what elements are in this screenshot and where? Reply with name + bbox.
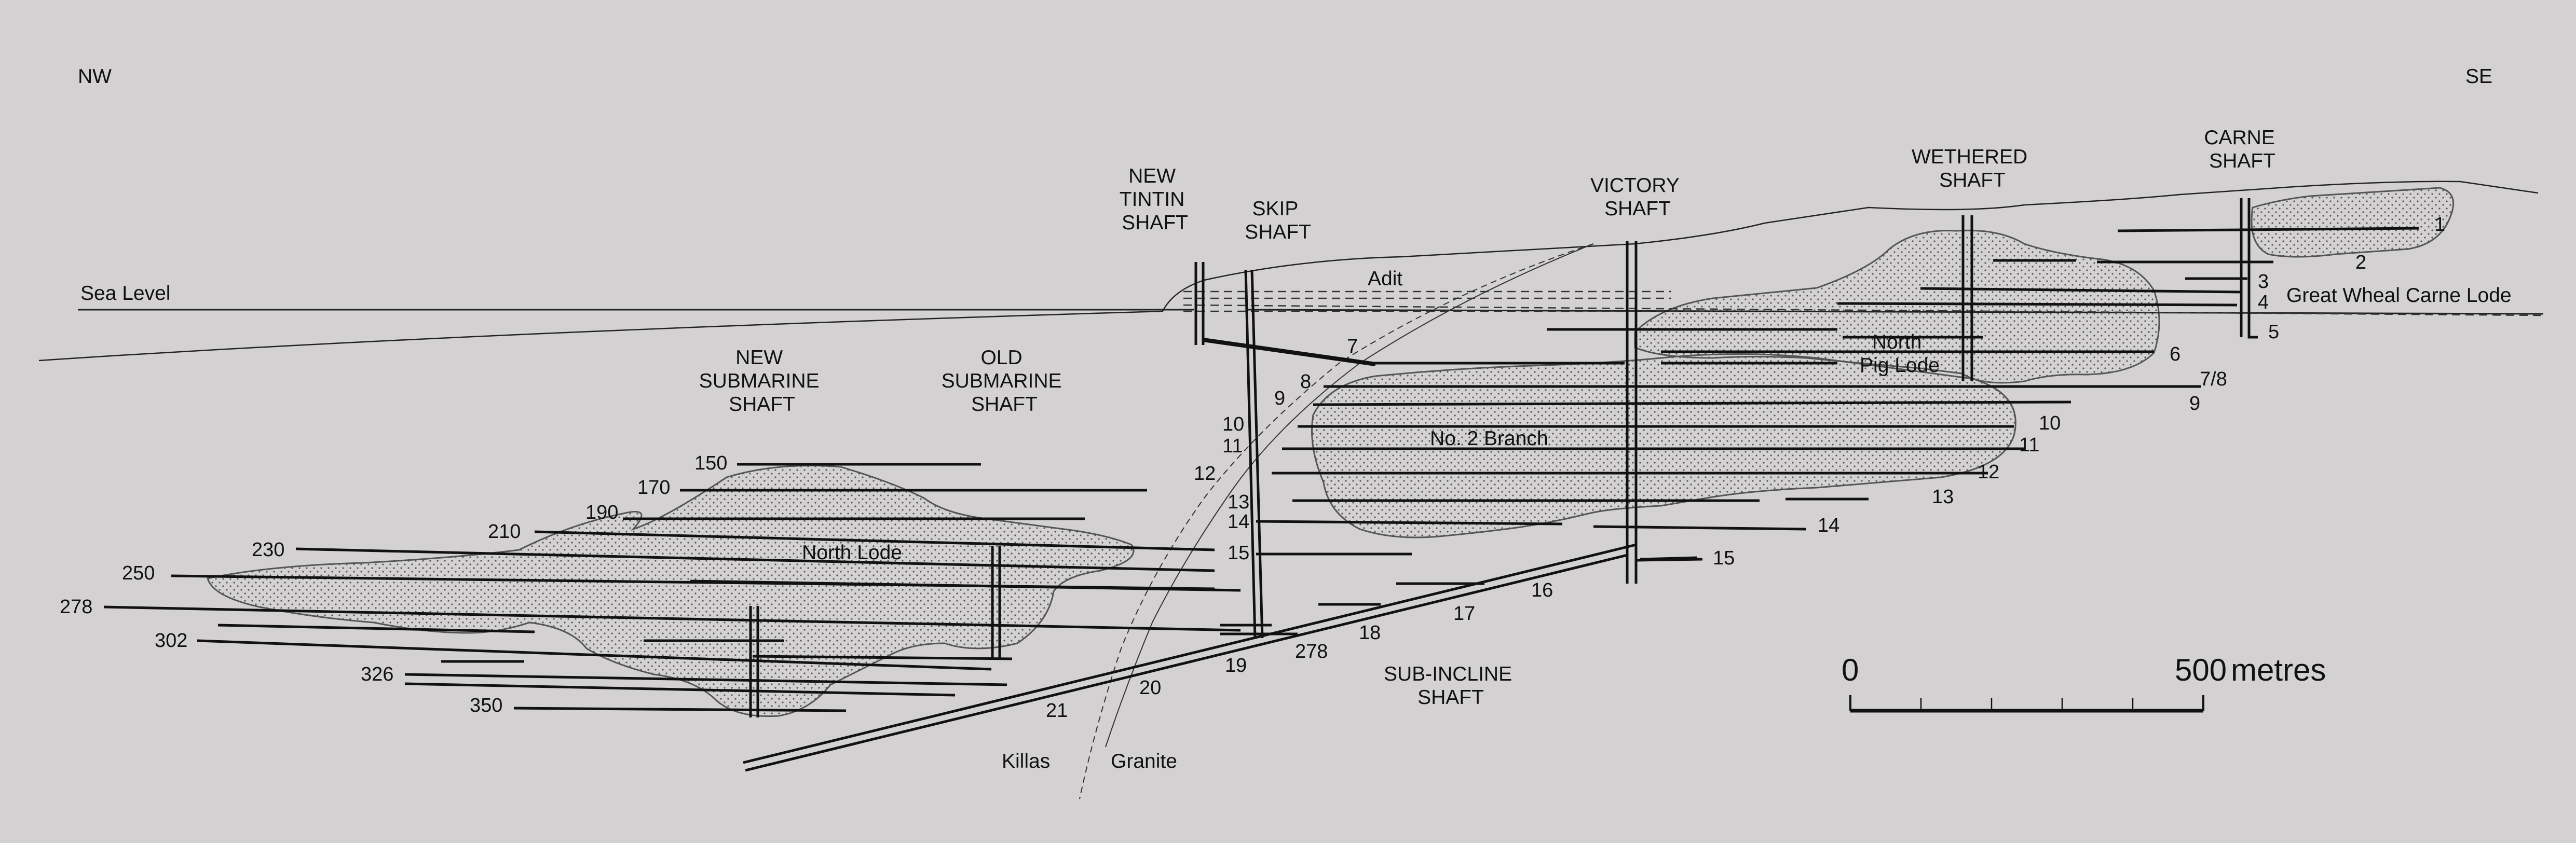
level-number: 190 bbox=[585, 502, 618, 523]
level-number: 9 bbox=[1274, 388, 1285, 409]
level-number: 210 bbox=[488, 521, 521, 543]
level-number: 278 bbox=[60, 596, 92, 618]
adit-drive bbox=[1203, 338, 1376, 366]
level-number: 7 bbox=[1347, 336, 1358, 357]
new-submarine-shaft-line bbox=[749, 606, 759, 717]
level-number: 278 bbox=[1295, 641, 1328, 662]
ore-body-carne bbox=[2251, 187, 2455, 258]
level-number: 1 bbox=[2434, 214, 2445, 236]
carne-shaft-label: CARNE SHAFT bbox=[2204, 127, 2280, 172]
granite-contact-line bbox=[1105, 243, 1594, 748]
north-pig-lode-label: North Pig Lode bbox=[1860, 331, 1940, 377]
level-number: 13 bbox=[1932, 486, 1954, 508]
new-tintin-shaft-label: NEW TINTIN SHAFT bbox=[1120, 165, 1191, 234]
scale-unit-label: metres bbox=[2231, 653, 2326, 687]
level-number: 11 bbox=[2019, 434, 2039, 456]
level-number: 14 bbox=[1818, 515, 1839, 536]
level-number: 11 bbox=[1222, 435, 1243, 457]
sea-level-line bbox=[78, 309, 2544, 315]
no2-branch-label: No. 2 Branch bbox=[1430, 427, 1548, 450]
level-number: 15 bbox=[1713, 547, 1735, 569]
level-number: 10 bbox=[2039, 412, 2061, 434]
carne-shaft-line bbox=[2240, 198, 2258, 339]
level-number: 15 bbox=[1228, 542, 1249, 564]
level-number: 20 bbox=[1139, 677, 1161, 699]
level-number: 6 bbox=[2170, 343, 2180, 365]
granite-label: Granite bbox=[1111, 750, 1177, 772]
victory-shaft-label: VICTORY SHAFT bbox=[1590, 174, 1685, 220]
great-wheal-carne-lode-label: Great Wheal Carne Lode bbox=[2286, 284, 2512, 307]
shafts bbox=[743, 198, 2258, 772]
ground-surface-line bbox=[38, 181, 2539, 362]
level-number: 302 bbox=[155, 630, 187, 652]
scale-start-label: 0 bbox=[1842, 653, 1859, 687]
level-number: 8 bbox=[1300, 371, 1311, 393]
level-number: 13 bbox=[1228, 491, 1249, 513]
dashed-level-lines bbox=[1183, 291, 2544, 316]
sub-incline-shaft-label: SUB-INCLINE SHAFT bbox=[1384, 663, 1518, 709]
level-number: 326 bbox=[361, 664, 393, 685]
skip-shaft-label: SKIP SHAFT bbox=[1245, 198, 1311, 243]
mine-levels bbox=[103, 227, 2419, 712]
old-submarine-shaft-label: OLD SUBMARINE SHAFT bbox=[942, 347, 1068, 416]
level-number: 170 bbox=[637, 477, 670, 499]
nw-label: NW bbox=[78, 65, 112, 88]
east-bottom-level bbox=[1635, 558, 1703, 562]
wethered-shaft-line bbox=[1961, 215, 1973, 381]
victory-shaft-line bbox=[1626, 241, 1638, 584]
north-lode-label: North Lode bbox=[802, 542, 902, 564]
granite-killas-boundary bbox=[1079, 243, 1594, 799]
level-number: 9 bbox=[2189, 393, 2200, 414]
level-number: 17 bbox=[1453, 603, 1475, 625]
level-number: 21 bbox=[1046, 700, 1068, 722]
level-number: 12 bbox=[1194, 463, 1216, 485]
ore-body-no2-branch bbox=[1311, 353, 2016, 538]
level-number: 19 bbox=[1225, 655, 1247, 676]
old-submarine-shaft-line bbox=[991, 546, 1001, 659]
level-number: 230 bbox=[252, 539, 284, 561]
ore-body-north-lode bbox=[207, 465, 1135, 717]
se-label: SE bbox=[2465, 65, 2492, 88]
new-tintin-shaft-line bbox=[1194, 262, 1205, 345]
new-submarine-shaft-label: NEW SUBMARINE SHAFT bbox=[699, 347, 825, 416]
level-number: 3 bbox=[2258, 271, 2269, 293]
level-number: 14 bbox=[1228, 511, 1249, 533]
adit-label: Adit bbox=[1368, 268, 1402, 290]
sub-incline-shaft-line bbox=[743, 543, 1637, 772]
skip-shaft-line bbox=[1244, 269, 1264, 639]
scale-end-label: 500 bbox=[2175, 653, 2227, 687]
level-number: 4 bbox=[2258, 292, 2269, 313]
killas-label: Killas bbox=[1002, 750, 1050, 772]
level-number: 7/8 bbox=[2200, 368, 2227, 390]
wethered-shaft-label: WETHERED SHAFT bbox=[1912, 146, 2033, 191]
level-number: 16 bbox=[1531, 579, 1553, 601]
level-number: 5 bbox=[2268, 321, 2279, 343]
level-number: 250 bbox=[122, 562, 155, 584]
level-number: 2 bbox=[2355, 252, 2366, 273]
sea-level-label: Sea Level bbox=[80, 282, 170, 305]
level-number: 150 bbox=[694, 452, 727, 474]
scale-bar bbox=[1849, 695, 2204, 713]
level-number: 10 bbox=[1222, 413, 1244, 435]
level-number: 350 bbox=[470, 695, 502, 716]
level-number: 18 bbox=[1359, 622, 1381, 644]
level-number: 12 bbox=[1978, 461, 1999, 483]
